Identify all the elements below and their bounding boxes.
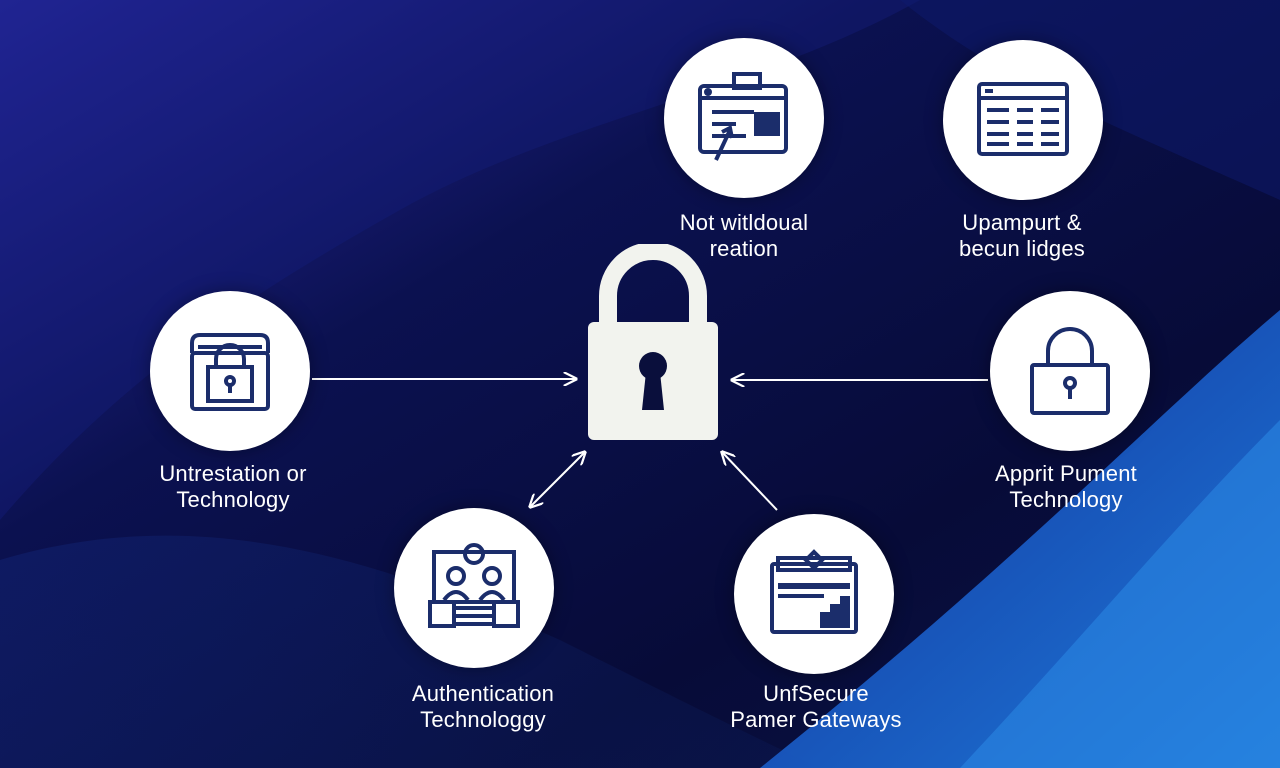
lock-icon [1030, 327, 1110, 415]
label-bottom-right: UnfSecure Pamer Gateways [730, 681, 902, 732]
node-browser[interactable] [664, 38, 824, 198]
users-group-icon [428, 543, 520, 628]
label-right: Apprit Pument Technology [994, 461, 1137, 512]
node-safe[interactable] [150, 291, 310, 451]
padlock-icon [588, 244, 718, 440]
label-top-right: Upampurt & becun lidges [959, 210, 1085, 261]
spreadsheet-icon [977, 82, 1069, 156]
label-bottom-left: Authentication Technologgy [411, 681, 555, 732]
node-gateway[interactable] [734, 514, 894, 674]
node-users[interactable] [394, 508, 554, 668]
node-lock[interactable] [990, 291, 1150, 451]
label-left: Untrestation or Technology [159, 461, 307, 512]
safe-lock-icon [190, 333, 270, 411]
browser-window-icon [698, 72, 788, 161]
payment-gateway-icon [770, 549, 858, 634]
label-top-center: Not witldoual reation [679, 210, 809, 261]
node-spreadsheet[interactable] [943, 40, 1103, 200]
